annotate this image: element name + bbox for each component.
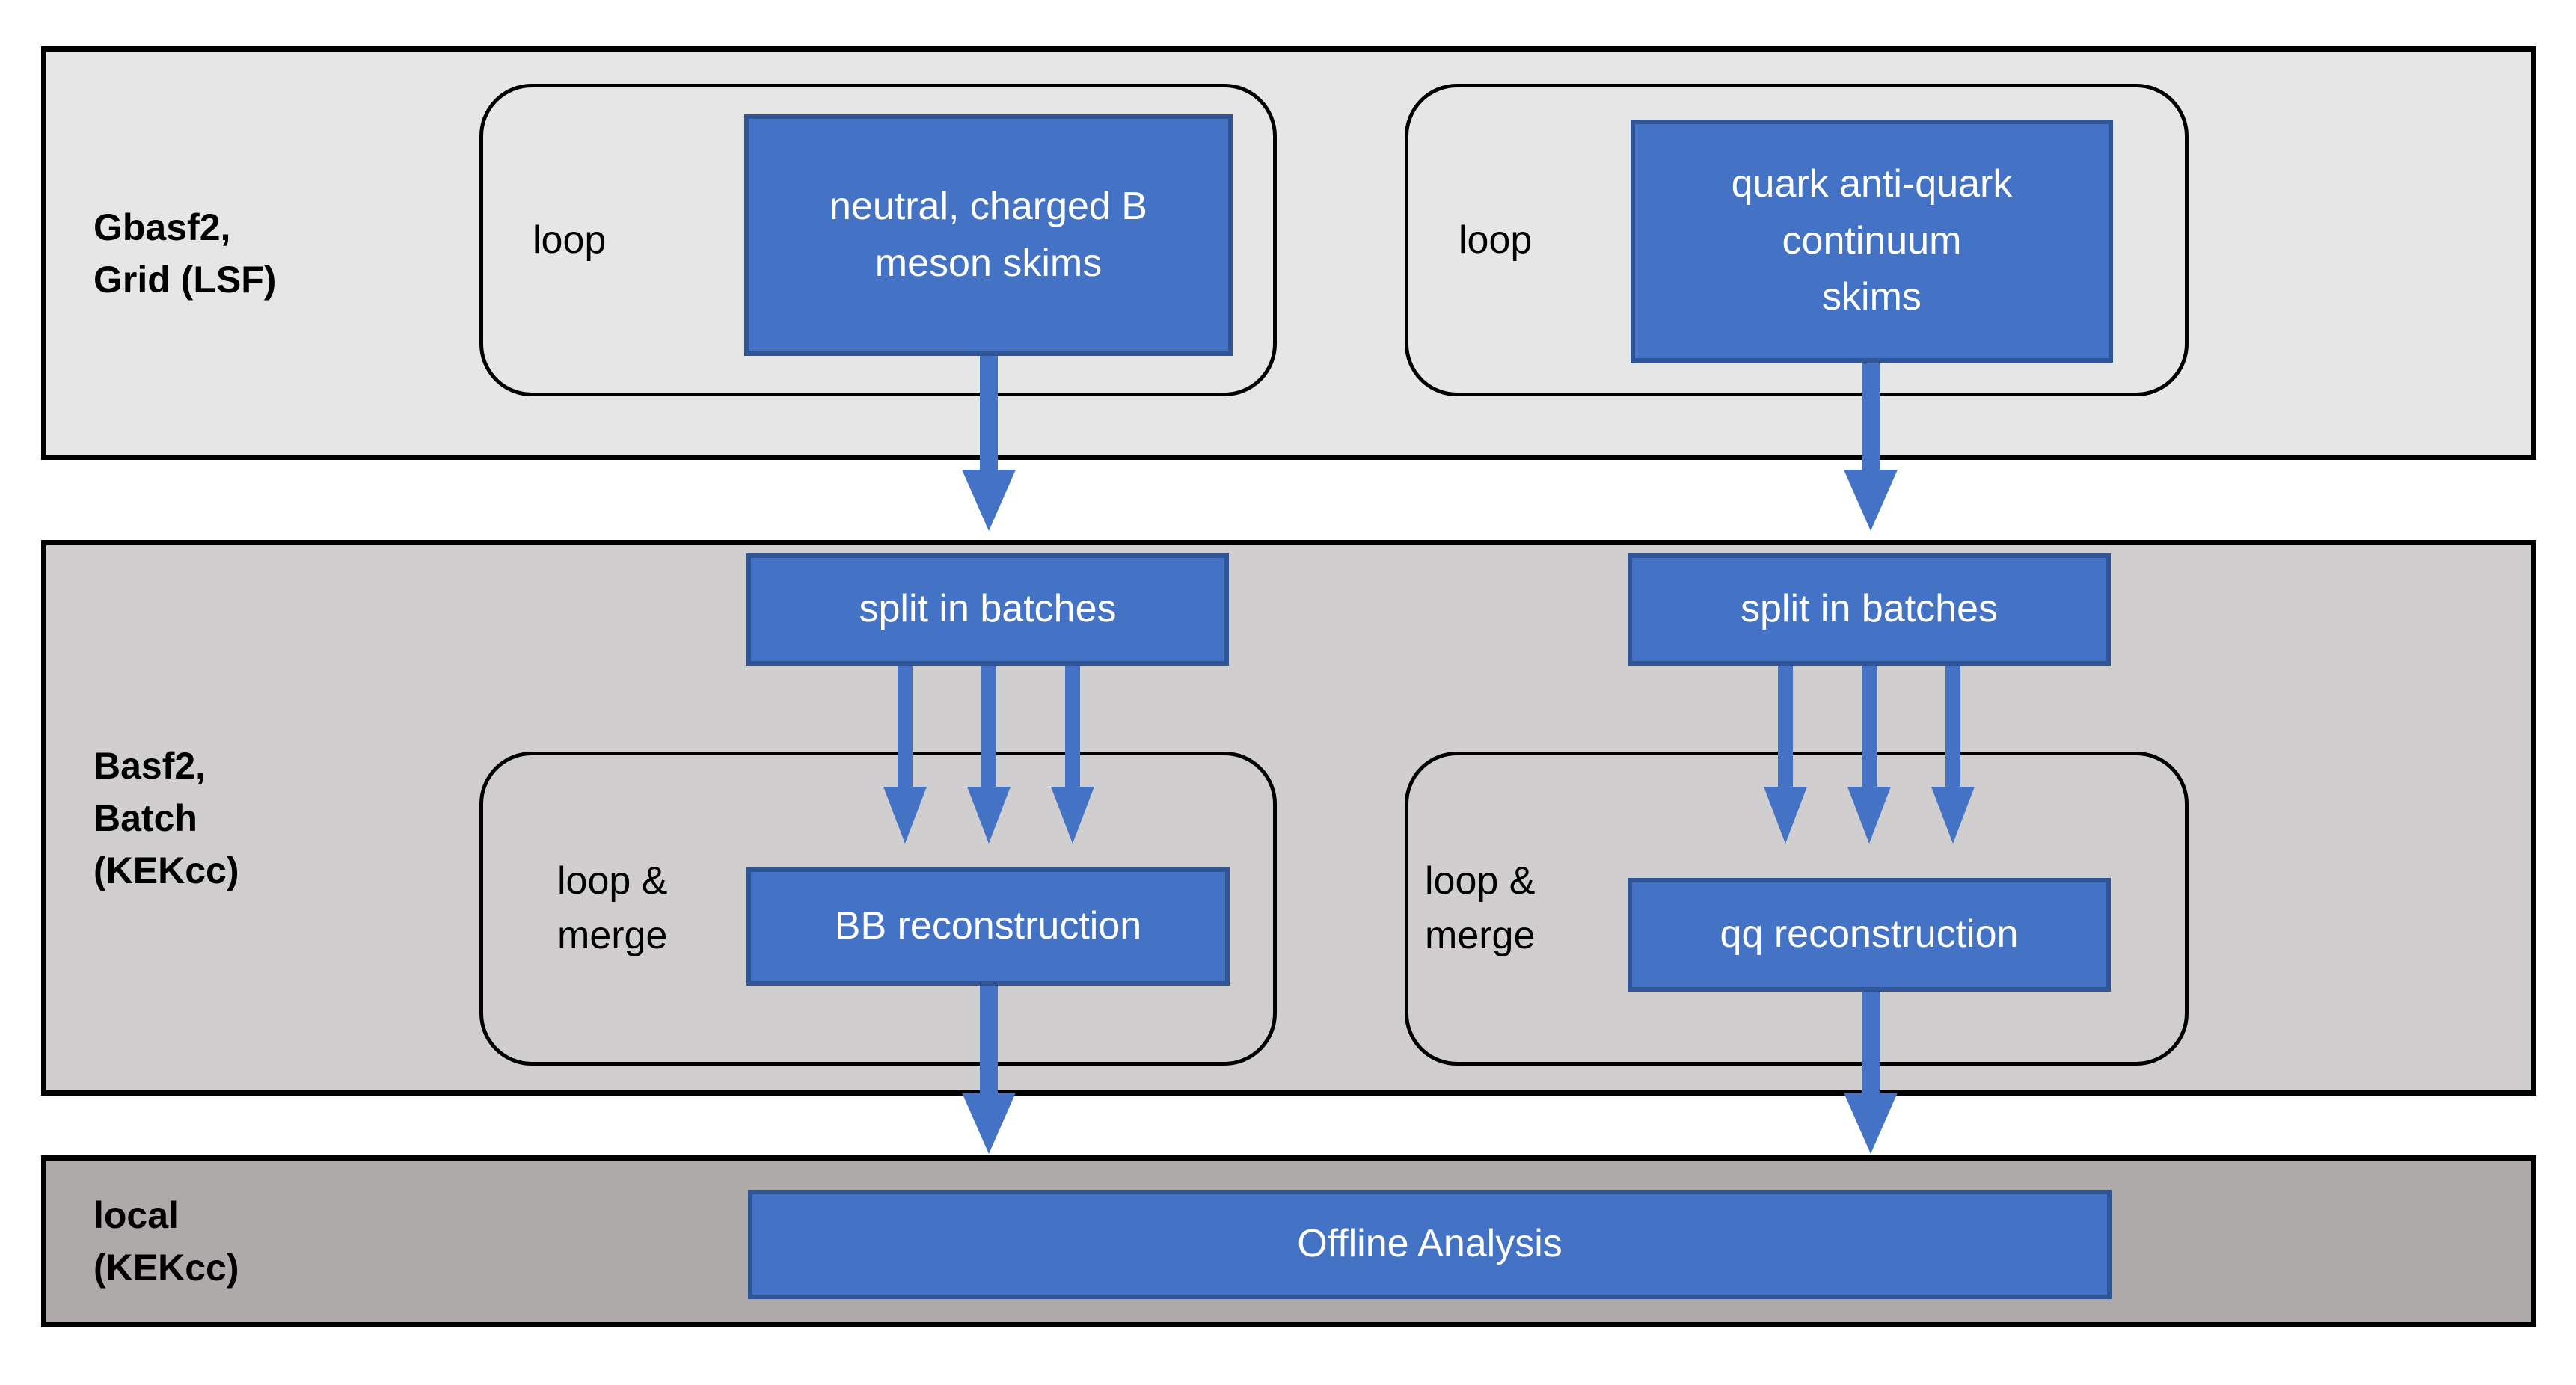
arrow-stem	[981, 666, 996, 793]
box-split-batches-b: split in batches	[746, 553, 1229, 666]
band-grid-label: Gbasf2, Grid (LSF)	[93, 206, 277, 301]
arrow-stem	[1065, 666, 1080, 793]
arrow-batch-1-b-icon	[883, 666, 927, 844]
arrow-bb-to-offline-icon	[962, 986, 1016, 1154]
arrow-head	[962, 470, 1016, 531]
merge-container-bb	[479, 752, 1277, 1066]
arrow-head	[1844, 470, 1898, 531]
merge-label-bb: loop & merge	[557, 859, 668, 957]
merge-label-qq: loop & merge	[1425, 859, 1536, 957]
box-split-batches-q: split in batches	[1628, 553, 2111, 666]
arrow-stem	[1862, 666, 1877, 793]
loop-container-continuum	[1405, 84, 2189, 396]
arrow-stem	[898, 666, 913, 793]
loop-container-bmeson	[479, 84, 1277, 396]
box-qq-reconstruction: qq reconstruction	[1628, 878, 2111, 992]
band-batch-label: Basf2, Batch (KEKcc)	[93, 744, 239, 891]
band-local-label: local (KEKcc)	[93, 1194, 239, 1289]
arrow-head	[1844, 1093, 1898, 1154]
arrow-stem	[1945, 666, 1960, 793]
arrow-head	[1847, 787, 1891, 844]
arrow-stem	[980, 356, 998, 479]
arrow-batch-3-q-icon	[1931, 666, 1975, 844]
arrow-batch-2-b-icon	[967, 666, 1011, 844]
box-bb-reconstruction: BB reconstruction	[746, 867, 1230, 986]
arrow-stem	[1862, 363, 1880, 479]
box-continuum-skims: quark anti-quark continuum skims	[1631, 120, 2113, 363]
arrow-head	[883, 787, 927, 844]
band-batch	[41, 540, 2536, 1096]
arrow-qq-to-offline-icon	[1844, 992, 1898, 1154]
arrow-head	[1764, 787, 1807, 844]
arrow-head	[1931, 787, 1975, 844]
arrow-stem	[1862, 992, 1880, 1102]
arrow-stem	[1778, 666, 1793, 793]
arrow-stem	[980, 986, 998, 1102]
box-offline-analysis: Offline Analysis	[748, 1190, 2112, 1299]
arrow-head	[962, 1093, 1016, 1154]
arrow-head	[1051, 787, 1094, 844]
arrow-skims-to-split-q-icon	[1844, 363, 1898, 531]
arrow-batch-3-b-icon	[1051, 666, 1094, 844]
arrow-head	[967, 787, 1011, 844]
box-bmeson-skims: neutral, charged B meson skims	[744, 114, 1233, 356]
loop-label-bmeson: loop	[533, 218, 607, 262]
arrow-batch-1-q-icon	[1764, 666, 1807, 844]
loop-label-continuum: loop	[1459, 218, 1533, 262]
arrow-batch-2-q-icon	[1847, 666, 1891, 844]
merge-container-qq	[1405, 752, 2189, 1066]
band-grid	[41, 46, 2536, 460]
arrow-skims-to-split-b-icon	[962, 356, 1016, 531]
